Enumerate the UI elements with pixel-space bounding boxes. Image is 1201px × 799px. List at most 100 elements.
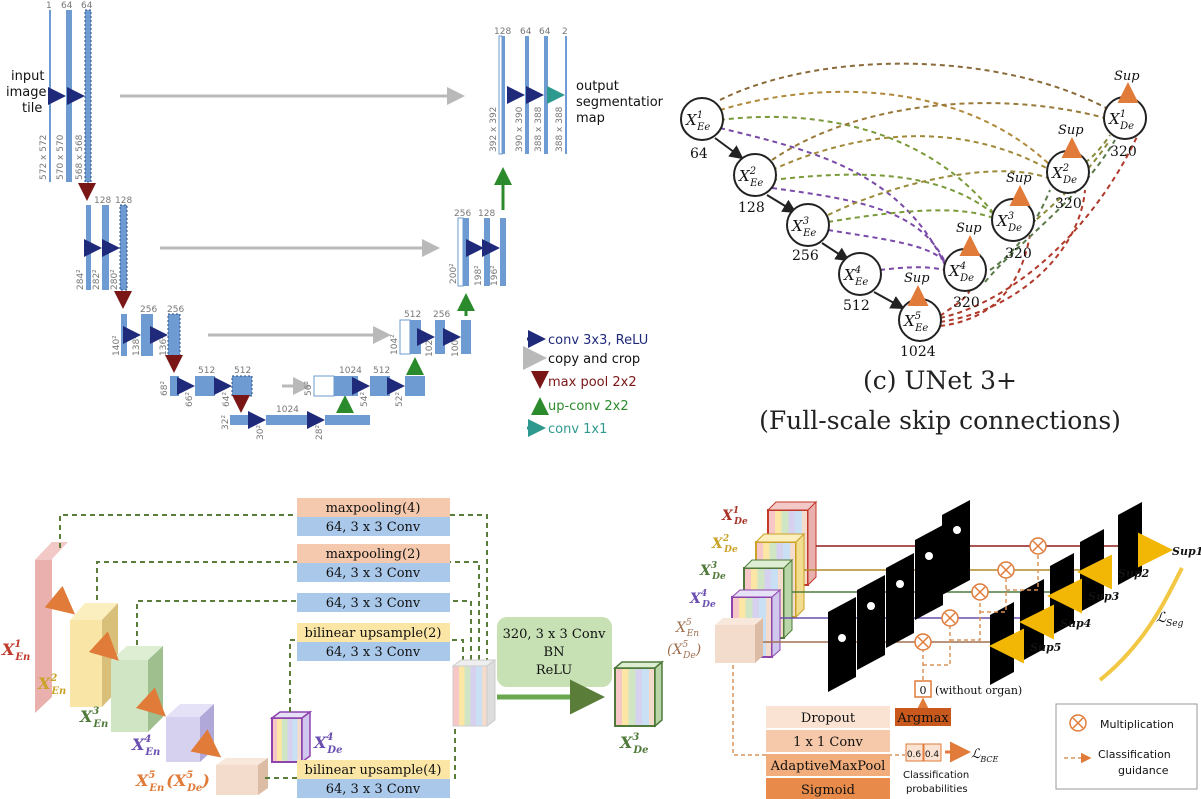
downsample-arrow [135,687,166,717]
zero-box [914,680,932,698]
channel-label: 64 [520,27,532,37]
concat-stack [451,659,497,727]
channel-label: 64 [539,27,551,37]
sup-output-5: Sup5 [1030,641,1061,654]
prob-value-1: 0.6 [907,750,922,760]
organ-dot [953,526,961,534]
channel-label: 2 [562,27,568,37]
skip-connection [771,102,1106,161]
size-label: 390 x 390 [515,106,525,152]
downsample-arrow [88,631,119,661]
decoder-3-stack [612,660,665,728]
multiply-icon [914,633,932,651]
encoder-arrow [714,137,744,160]
encoder-node-3 [786,203,830,247]
prob-box-2 [923,743,942,762]
size-label: 138² [132,335,142,356]
sigmoid-box [766,778,890,799]
encoder-arrow [821,242,850,262]
organ-dot [838,634,846,642]
encoder-channel: 1024 [900,344,936,360]
feature-map [84,9,92,183]
path-box-2-op: maxpooling(2) [326,547,421,562]
fusion-bn: BN [544,645,565,660]
skip-connection [984,139,1116,283]
size-label: 568 x 568 [75,134,85,180]
size-label: 388 x 388 [555,106,565,152]
size-label: 56² [304,381,314,396]
seg-maps-in [828,500,970,692]
skip-connection [827,229,946,263]
path-box-2-conv: 64, 3 x 3 Conv [326,566,421,581]
skip-connection [719,62,1111,111]
feature-map [502,36,505,154]
size-label: 64² [222,392,232,407]
feature-map [435,320,445,354]
organ-dot [896,580,904,588]
guidance-line [1006,554,1039,591]
multiply-icon [941,609,959,627]
sup-label: Sup [1006,171,1032,186]
decoder-4-stack [269,710,313,764]
size-label: 136² [159,335,169,356]
decoder-channel: 320 [953,295,980,311]
path-box-5-conv: 64, 3 x 3 Conv [326,782,421,797]
conv1x1-label: 1 x 1 Conv [793,735,863,750]
path-box-5-op: bilinear upsample(4) [305,763,442,778]
prob-value-2: 0.4 [925,750,940,760]
downsample-arrow [190,729,222,758]
channel-label: 512 [373,366,390,376]
feature-map [461,320,471,354]
seg-loss-label: ℒSeg [1156,610,1184,629]
unet3-caption-title: (c) UNet 3+ [862,366,1018,395]
feature-map [102,205,109,290]
sup-labels: Sup Sup Sup Sup Sup [904,69,1140,306]
fusion-box [497,617,612,687]
skip-connection [939,129,1141,319]
channel-label: 512 [404,310,421,320]
input-label: input [11,69,44,84]
without-organ-label: (without organ) [935,684,1022,697]
skip-connection [939,189,1086,323]
size-label: 282² [92,269,102,290]
size-label: 30² [256,425,266,440]
feature-map [565,36,567,154]
encoder-channel: 512 [843,298,870,314]
sup-label: Sup [1114,69,1140,84]
sigmoid-label: Sigmoid [801,783,855,798]
feature-map [370,376,390,396]
skip-connection [939,289,971,317]
channel-label: 64 [61,1,73,11]
size-label: 54² [360,392,370,407]
feature-map [498,35,503,155]
size-label: 196² [490,265,500,286]
multiply-ops [914,537,1047,651]
channel-label: 128 [494,27,511,37]
route-line [289,639,464,712]
skip-connection [771,187,946,263]
sup-output-4: Sup4 [1060,617,1091,630]
seg-loss-brace [1098,567,1184,682]
sup-label: Sup [904,271,930,286]
output-label: output [576,79,619,94]
channel-label: 512 [234,366,251,376]
skip-connection [771,135,1051,171]
maxpool-label: AdaptiveMaxPool [770,759,886,774]
downsample-arrow [44,585,76,615]
size-label: 200² [449,263,459,284]
output-label: segmentatior [576,95,664,110]
skip-connection [827,170,1049,216]
path-box-3-conv: 64, 3 x 3 Conv [326,596,421,611]
encoder-cube-3 [111,646,163,732]
size-label: 198² [474,265,484,286]
feature-map [167,313,181,357]
